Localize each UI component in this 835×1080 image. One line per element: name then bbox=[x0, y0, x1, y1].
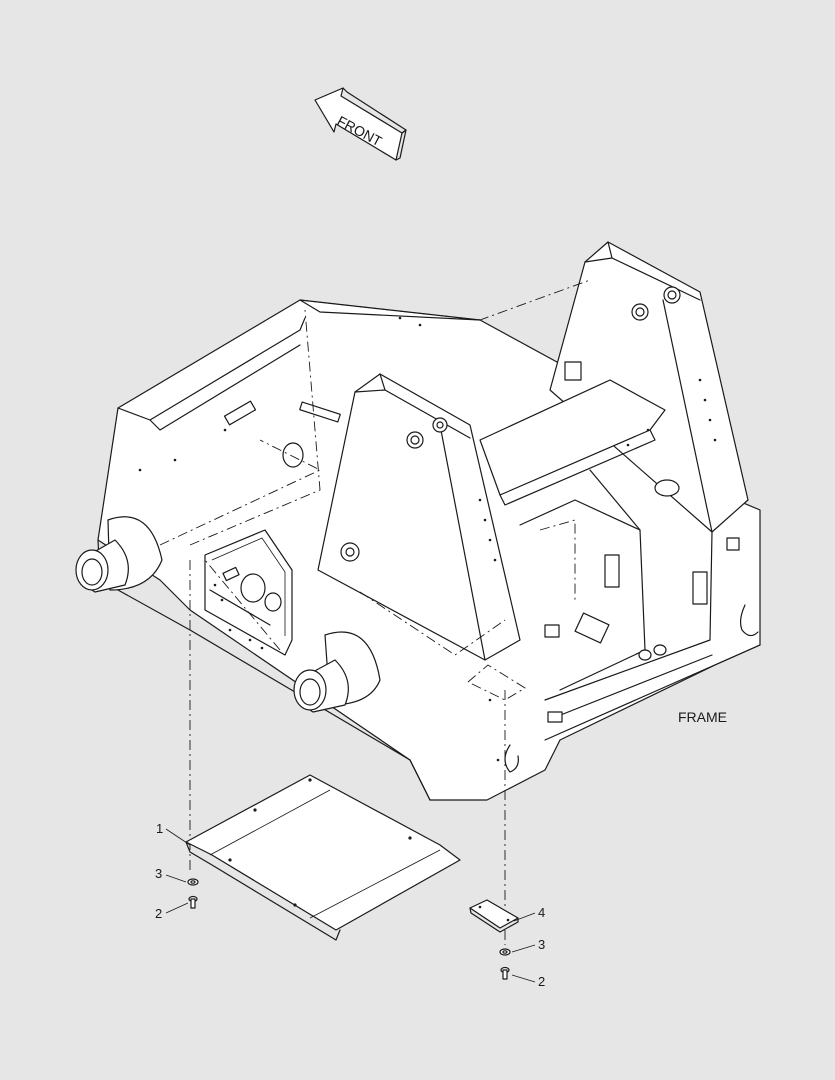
callout-3-right: 3 bbox=[538, 937, 545, 952]
callout-2-left: 2 bbox=[155, 906, 162, 921]
phantom-lines bbox=[159, 279, 591, 945]
callout-4: 4 bbox=[538, 905, 545, 920]
axle-hub-left bbox=[75, 516, 163, 593]
washer-right bbox=[499, 948, 511, 956]
callout-3-left: 3 bbox=[155, 866, 162, 881]
callout-2-right: 2 bbox=[538, 974, 545, 989]
bolt-right bbox=[500, 966, 510, 980]
washer-left bbox=[187, 878, 199, 886]
skid-plate bbox=[185, 774, 461, 941]
callout-1: 1 bbox=[156, 821, 163, 836]
axle-hub-right bbox=[293, 631, 381, 713]
frame-label: FRAME bbox=[678, 709, 727, 725]
callout-leaders bbox=[165, 828, 536, 983]
mounting-bracket bbox=[469, 899, 519, 933]
rivet-dots bbox=[138, 316, 717, 762]
frame-assembly bbox=[75, 241, 761, 801]
front-arrow: FRONT bbox=[314, 87, 407, 161]
bolt-left bbox=[188, 895, 198, 909]
